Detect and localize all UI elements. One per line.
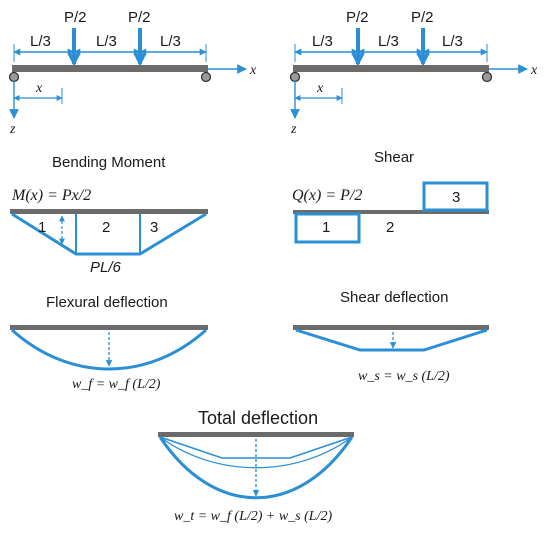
shear-component-curve (159, 436, 353, 459)
shear-deflection-curve (295, 328, 488, 352)
beam (293, 65, 489, 72)
span-label-1: L/3 (30, 33, 51, 50)
moment-region-2: 2 (102, 219, 110, 236)
flexural-title: Flexural deflection (46, 294, 168, 311)
right-beam-figure: L/3 L/3 L/3 P/2 P/2 x z x (289, 9, 538, 137)
shear-block-1 (294, 212, 361, 244)
total-curve (158, 436, 354, 500)
beam (12, 65, 208, 72)
z-axis-label: z (9, 122, 16, 137)
span-label-2: L/3 (378, 33, 399, 50)
flexural-equation: w_f = w_f (L/2) (72, 377, 161, 392)
z-axis-label: z (290, 122, 297, 137)
x-dim-label: x (35, 81, 43, 96)
load-label-2: P/2 (411, 9, 434, 26)
flexural-component-curve (159, 436, 353, 469)
bending-moment-diagram: Bending Moment M(x) = Px/2 1 2 3 PL/6 (10, 154, 208, 276)
shear-region-2: 2 (386, 219, 394, 236)
span-label-3: L/3 (442, 33, 463, 50)
span-label-1: L/3 (312, 33, 333, 50)
shear-equation: Q(x) = P/2 (292, 187, 362, 204)
x-axis-label: x (530, 63, 538, 78)
span-label-3: L/3 (160, 33, 181, 50)
x-dim-label: x (316, 81, 324, 96)
left-beam-figure: L/3 L/3 L/3 P/2 P/2 x z x (8, 9, 257, 137)
support-right (200, 71, 212, 83)
support-right (481, 71, 493, 83)
x-axis-label: x (249, 63, 257, 78)
span-label-2: L/3 (96, 33, 117, 50)
bending-title: Bending Moment (52, 154, 166, 171)
shear-region-1: 1 (322, 219, 330, 236)
shear-deflection-beam (293, 325, 489, 330)
shear-deflection-title: Shear deflection (340, 289, 448, 306)
shear-region-3: 3 (452, 189, 460, 206)
flexural-deflection-diagram: Flexural deflection w_f = w_f (L/2) (10, 294, 208, 392)
shear-title: Shear (374, 149, 414, 166)
bending-equation: M(x) = Px/2 (11, 187, 91, 204)
shear-diagram: Shear Q(x) = P/2 1 2 3 (292, 149, 489, 244)
moment-max-label: PL/6 (90, 259, 122, 276)
load-label-1: P/2 (346, 9, 369, 26)
total-title: Total deflection (198, 408, 318, 428)
moment-baseline (10, 209, 208, 214)
shear-block-3 (422, 181, 489, 212)
shear-deflection-diagram: Shear deflection w_s = w_s (L/2) (293, 289, 489, 384)
shear-deflection-equation: w_s = w_s (L/2) (358, 369, 450, 384)
moment-region-1: 1 (38, 219, 46, 236)
total-equation: w_t = w_f (L/2) + w_s (L/2) (174, 509, 332, 524)
moment-curve (11, 212, 207, 256)
load-label-2: P/2 (128, 9, 151, 26)
total-beam (158, 432, 354, 437)
shear-baseline (293, 210, 489, 214)
total-deflection-diagram: Total deflection w_t = w_f (L/2) + w_s (… (158, 408, 354, 524)
load-label-1: P/2 (64, 9, 87, 26)
flexural-curve (10, 328, 208, 371)
flexural-beam (10, 325, 208, 330)
moment-region-3: 3 (150, 219, 158, 236)
